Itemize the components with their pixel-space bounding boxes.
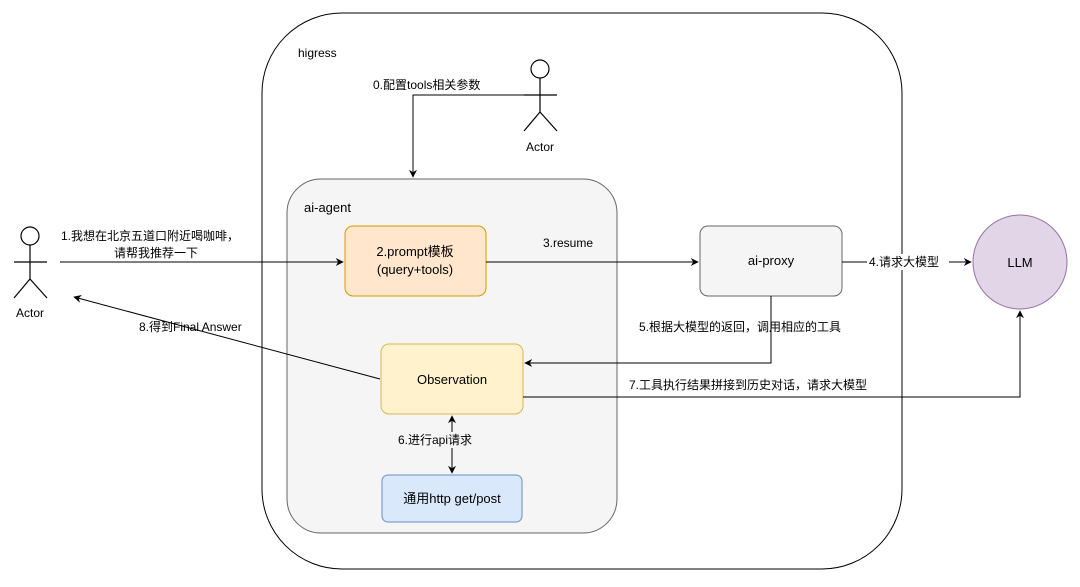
prompt-node-line1: 2.prompt模板 — [376, 244, 453, 259]
edge-0-label: 0.配置tools相关参数 — [373, 77, 480, 92]
edge-1-user-query: 1.我想在北京五道口附近喝咖啡， 请帮我推荐一下 — [60, 228, 344, 266]
observation-node-label: Observation — [417, 372, 487, 387]
admin-actor-label: Actor — [526, 140, 554, 154]
user-actor-label: Actor — [16, 306, 44, 320]
http-node-label: 通用http get/post — [403, 491, 501, 506]
http-request-node: 通用http get/post — [381, 474, 523, 523]
admin-actor: Actor — [523, 59, 558, 154]
edge-7-history-request: 7.工具执行结果拼接到历史对话，请求大模型 — [523, 310, 1024, 398]
edge-1-label-line2: 请帮我推荐一下 — [114, 246, 198, 260]
edge-0-configure-tools: 0.配置tools相关参数 — [373, 77, 524, 178]
edge-8-final-answer: 8.得到Final Answer — [73, 294, 381, 380]
user-actor: Actor — [13, 226, 48, 320]
prompt-node-line2: (query+tools) — [377, 262, 453, 277]
higress-label: higress — [298, 46, 337, 60]
edge-5-label: 5.根据大模型的返回，调用相应的工具 — [639, 319, 841, 334]
edge-4-label: 4.请求大模型 — [869, 255, 939, 269]
ai-proxy-node: ai-proxy — [699, 225, 843, 297]
llm-node: LLM — [972, 214, 1068, 310]
prompt-template-node: 2.prompt模板 (query+tools) — [344, 225, 487, 297]
edge-7-label: 7.工具执行结果拼接到历史对话，请求大模型 — [629, 377, 867, 392]
ai-agent-label: ai-agent — [304, 200, 351, 215]
edge-8-label: 8.得到Final Answer — [139, 319, 242, 334]
ai-proxy-node-label: ai-proxy — [748, 253, 795, 268]
edge-4-request-llm: 4.请求大模型 — [842, 254, 972, 270]
user-actor-head — [20, 226, 40, 246]
edge-6-api-request: 6.进行api请求 — [396, 415, 472, 474]
edge-3-label: 3.resume — [543, 236, 593, 250]
observation-node: Observation — [380, 343, 524, 415]
edge-1-label-line1: 1.我想在北京五道口附近喝咖啡， — [61, 228, 239, 243]
edge-3-resume: 3.resume — [486, 236, 699, 266]
edge-6-label: 6.进行api请求 — [398, 433, 472, 447]
llm-node-label: LLM — [1007, 255, 1032, 270]
admin-actor-head — [530, 59, 550, 79]
edge-5-call-tool: 5.根据大模型的返回，调用相应的工具 — [524, 296, 841, 367]
